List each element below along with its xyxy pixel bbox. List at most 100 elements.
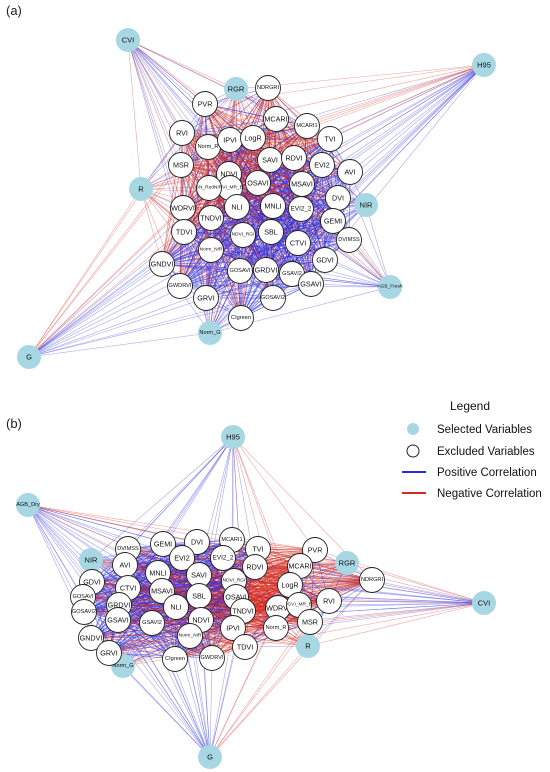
positive-correlation-edge: [181, 118, 277, 134]
node-label: RVI: [323, 597, 335, 606]
positive-correlation-edge: [28, 263, 163, 358]
legend-excluded-label: Excluded Variables: [437, 446, 535, 458]
positive-correlation-edge: [161, 242, 299, 265]
positive-correlation-edge: [140, 103, 206, 190]
excluded-variable-node: GNDVI: [149, 251, 175, 277]
panel-a-nodes: CVIH95RGRRNIRAGB_FreshNorm_GGNDRGRIPVRMC…: [17, 28, 496, 369]
negative-correlation-edge: [252, 64, 485, 139]
node-label: H95: [477, 61, 491, 70]
node-circle: [169, 120, 195, 146]
node-label: DVI: [191, 538, 203, 547]
node-label: MSAVI: [151, 587, 173, 596]
node-label: GOSAVI: [72, 594, 93, 600]
positive-correlation-edge: [28, 297, 274, 358]
excluded-variable-node: AVI: [337, 159, 363, 185]
node-label: TDVI: [237, 643, 253, 652]
negative-correlation-edge: [127, 39, 237, 90]
positive-correlation-edge: [236, 197, 339, 208]
excluded-variable-node: MSR: [168, 152, 194, 178]
positive-correlation-edge: [183, 231, 242, 319]
excluded-variable-node: GNDVI: [78, 625, 104, 651]
node-label: LogR: [281, 581, 298, 590]
positive-correlation-edge: [127, 436, 234, 550]
excluded-variable-node: GRDVI: [253, 257, 279, 283]
node-circle: [312, 247, 338, 273]
node-circle: [96, 640, 122, 666]
node-circle: [116, 28, 140, 52]
node-circle: [169, 545, 195, 571]
node-circle: [354, 193, 378, 217]
node-label: TVI: [324, 135, 335, 144]
node-circle: [163, 594, 189, 620]
node-label: GOSAVI2: [72, 609, 96, 615]
node-label: NLI: [231, 203, 242, 212]
negative-correlation-edge: [231, 539, 316, 551]
node-circle: [472, 53, 496, 77]
positive-correlation-edge: [310, 283, 391, 288]
node-label: CTVI: [120, 584, 136, 593]
positive-correlation-edge: [108, 602, 485, 654]
excluded-variable-node: Norm_NIR: [177, 623, 203, 649]
positive-correlation-edge: [349, 64, 485, 173]
node-circle: [184, 529, 210, 555]
node-circle: [198, 321, 222, 345]
node-circle: [78, 625, 104, 651]
excluded-variable-node: NDRGRI: [359, 567, 385, 593]
node-label: R: [138, 185, 144, 194]
node-label: GSAVI2: [142, 620, 162, 626]
excluded-variable-node: RVI: [316, 588, 342, 614]
excluded-variable-node: AVI: [112, 552, 138, 578]
positive-correlation-edge: [205, 273, 293, 299]
node-circle: [378, 275, 402, 299]
positive-correlation-edge: [127, 539, 233, 550]
node-circle: [296, 634, 320, 658]
node-label: GSAVI: [107, 616, 128, 625]
node-circle: [320, 208, 346, 234]
node-circle: [263, 615, 289, 641]
positive-correlation-edge: [127, 557, 224, 589]
node-label: Norm_R: [266, 625, 287, 631]
node-circle: [198, 237, 224, 263]
excluded-variable-node: GOSAVI: [227, 258, 253, 284]
selected-variable-node: R: [129, 177, 153, 201]
positive-correlation-edge: [321, 64, 485, 166]
legend-selected-label: Selected Variables: [437, 424, 532, 436]
positive-correlation-edge: [28, 332, 211, 358]
node-circle: [105, 607, 131, 633]
negative-correlation-edge: [232, 436, 316, 551]
excluded-variable-node: OSAVI: [245, 170, 271, 196]
negative-correlation-edge: [28, 132, 183, 358]
negative-correlation-edge: [244, 602, 485, 648]
node-label: NDVI_RGI: [232, 232, 255, 238]
node-label: GRDVI: [108, 601, 131, 610]
node-label: GWDRVI: [201, 655, 224, 661]
node-label: AVI: [119, 561, 130, 570]
excluded-variable-node: NDRGRI: [255, 75, 281, 101]
node-circle: [129, 177, 153, 201]
node-label: MCARI1: [221, 537, 242, 543]
negative-correlation-edge: [209, 621, 311, 758]
selected-variable-node: AGB_Dry: [16, 493, 40, 517]
selected-variable-node: AGB_Fresh: [377, 275, 403, 299]
node-label: G: [26, 353, 32, 362]
negative-correlation-edge: [200, 619, 311, 623]
node-label: GDVI: [83, 578, 101, 587]
node-label: LogR: [244, 134, 261, 143]
excluded-variable-node: Norm_NIR: [198, 237, 224, 263]
excluded-variable-node: EVI2: [169, 545, 195, 571]
node-circle: [196, 175, 222, 201]
excluded-variable-node: MNLI: [260, 193, 286, 219]
node-label: PVR: [198, 100, 213, 109]
positive-correlation-edge: [27, 504, 93, 583]
node-circle: [240, 125, 266, 151]
node-label: MCARI: [264, 115, 287, 124]
node-label: GOSAVI: [229, 268, 250, 274]
node-circle: [228, 305, 254, 331]
node-circle: [16, 493, 40, 517]
node-label: SBL: [264, 228, 278, 237]
negative-correlation-edge: [275, 118, 351, 173]
excluded-variable-node: GSAVI: [298, 271, 324, 297]
positive-correlation-edge: [162, 436, 234, 545]
node-label: DVIMSS: [338, 237, 360, 243]
